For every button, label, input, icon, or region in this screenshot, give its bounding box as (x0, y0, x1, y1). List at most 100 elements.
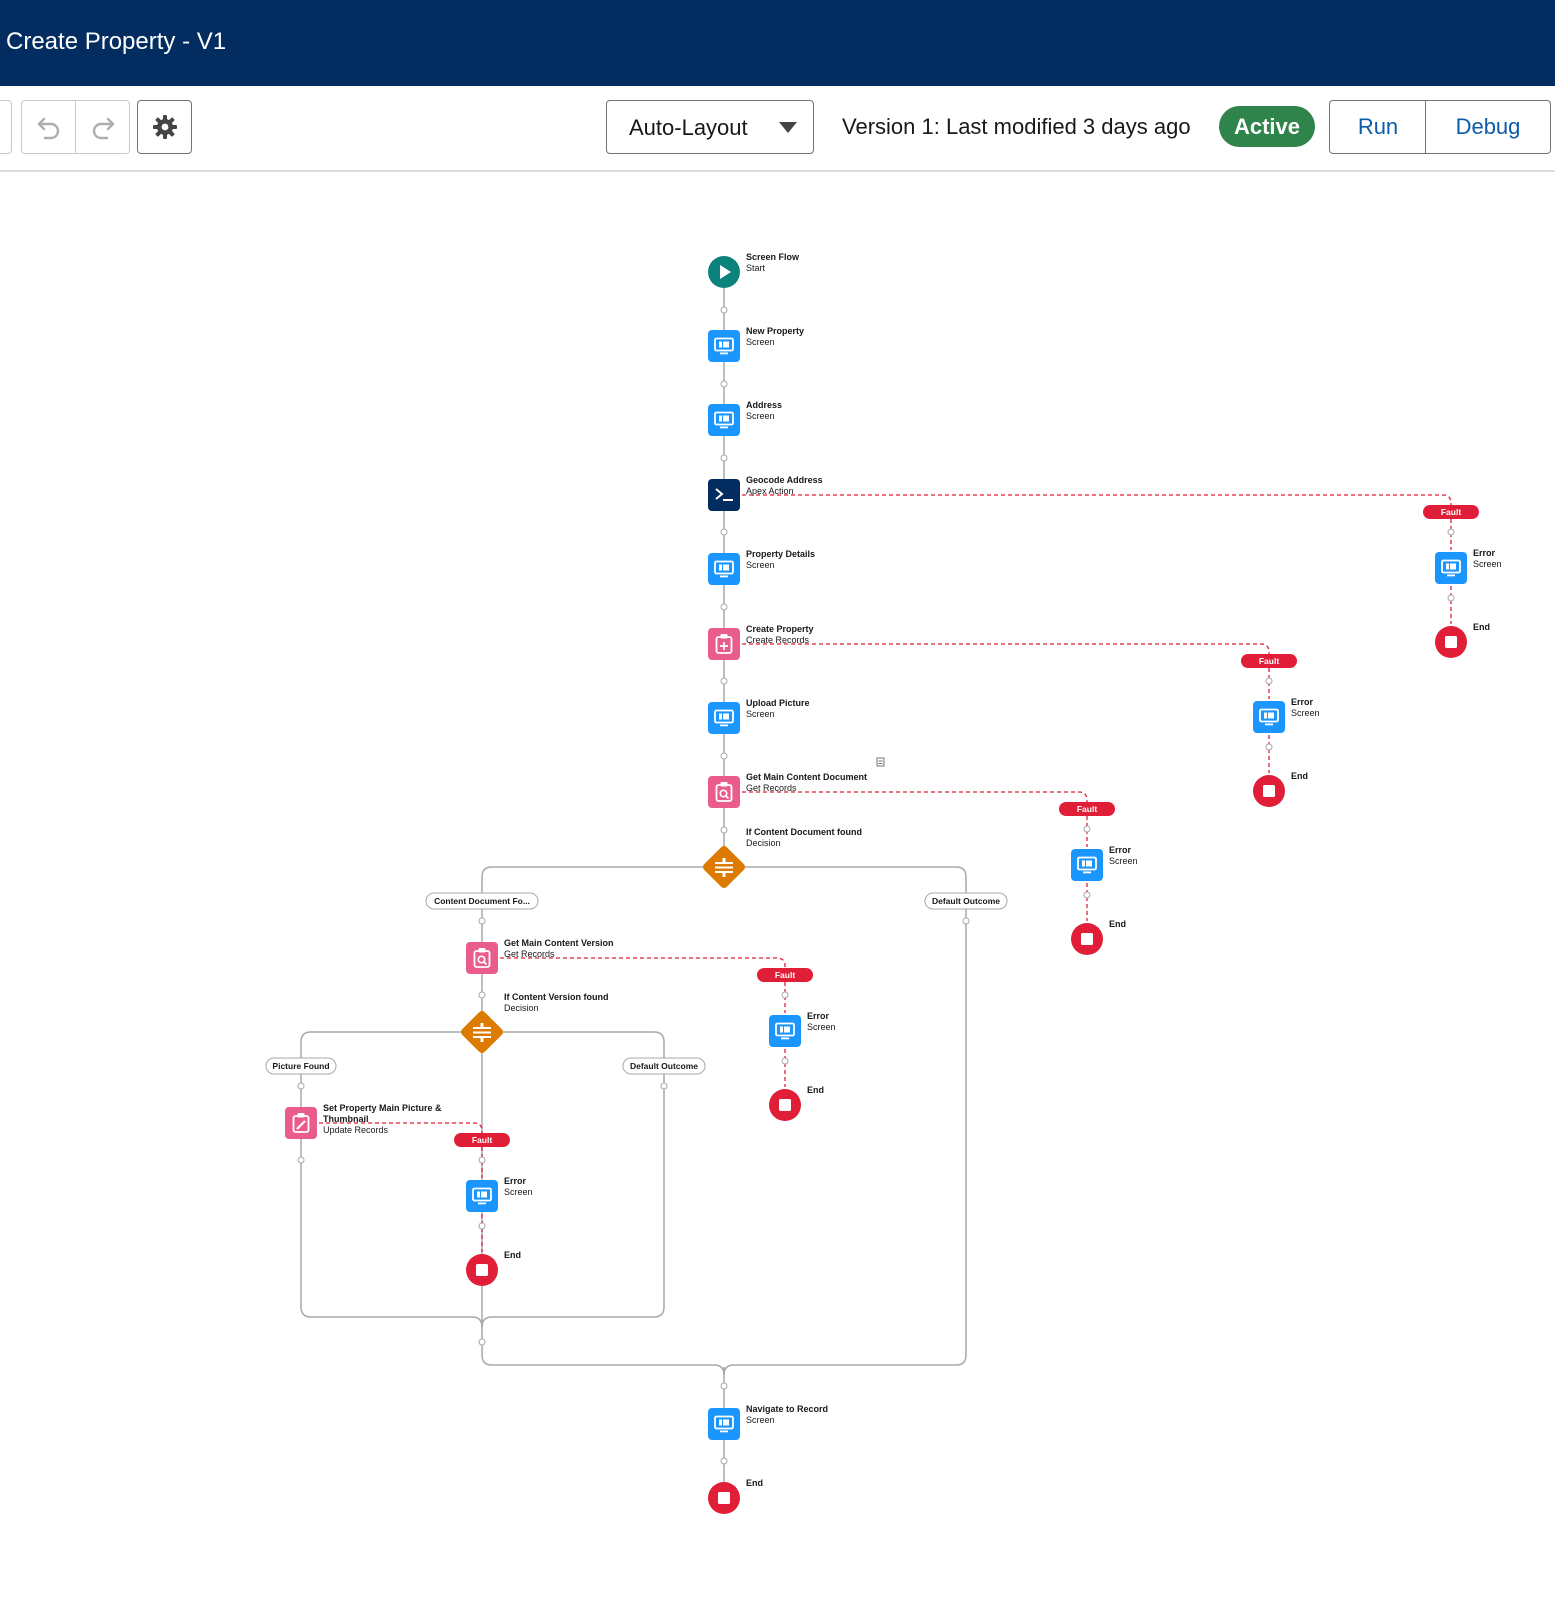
settings-button[interactable] (137, 100, 192, 154)
add-element-point[interactable] (720, 603, 728, 611)
error-end-create-property[interactable] (1253, 775, 1285, 807)
new-property-element[interactable] (708, 330, 740, 362)
error-screen-get-doc[interactable] (1071, 849, 1103, 881)
error-end-geocode-label: End (1473, 622, 1490, 632)
get-main-content-document-element-title: Get Main Content Document (746, 772, 867, 782)
error-screen-set-picture-subtitle: Screen (504, 1187, 533, 1197)
address-element-subtitle: Screen (746, 411, 775, 421)
start-element[interactable] (708, 256, 740, 288)
outcome-content-document-found-label: Content Document Fo... (434, 896, 530, 906)
error-screen-get-doc-subtitle: Screen (1109, 856, 1138, 866)
add-element-point[interactable] (1083, 891, 1091, 899)
main-end-element[interactable] (708, 1482, 740, 1514)
doc-found-branch (481, 866, 706, 1320)
add-element-point[interactable] (297, 1156, 305, 1164)
add-element-point[interactable] (478, 917, 486, 925)
add-element-point[interactable] (1265, 677, 1273, 685)
error-screen-geocode[interactable] (1435, 552, 1467, 584)
add-element-point[interactable] (1083, 825, 1091, 833)
outcome-version-default-label: Default Outcome (630, 1061, 698, 1071)
error-end-set-picture[interactable] (466, 1254, 498, 1286)
page-title: Create Property - V1 (6, 28, 227, 55)
if-content-document-found-element-title: If Content Document found (746, 827, 862, 837)
add-element-point[interactable] (720, 826, 728, 834)
outcome-version-default[interactable]: Default Outcome (622, 1057, 706, 1075)
redo-button[interactable] (75, 100, 130, 154)
add-element-point[interactable] (720, 528, 728, 536)
add-element-point[interactable] (1265, 743, 1273, 751)
add-element-point[interactable] (962, 917, 970, 925)
undo-icon (37, 117, 59, 140)
add-element-point[interactable] (720, 677, 728, 685)
add-element-point[interactable] (720, 1382, 728, 1390)
add-element-point[interactable] (478, 1338, 486, 1346)
property-details-element-title: Property Details (746, 549, 815, 559)
version-default-branch (481, 1031, 665, 1328)
error-screen-get-version-title: Error (807, 1011, 830, 1021)
get-main-content-version-element-subtitle: Get Records (504, 949, 555, 959)
gear-icon (152, 115, 177, 139)
if-content-version-found-element[interactable] (459, 1009, 504, 1054)
fault-badge-get-doc[interactable]: Fault (1059, 802, 1115, 816)
back-button[interactable] (0, 100, 12, 154)
stop-icon (476, 1264, 488, 1276)
error-screen-create-property[interactable] (1253, 701, 1285, 733)
add-element-point[interactable] (720, 380, 728, 388)
set-property-main-picture-element-title: Set Property Main Picture & (323, 1103, 442, 1113)
navigate-to-record-element[interactable] (708, 1408, 740, 1440)
error-end-get-version[interactable] (769, 1089, 801, 1121)
address-element[interactable] (708, 404, 740, 436)
fault-badge-geocode[interactable]: Fault (1423, 505, 1479, 519)
add-element-point[interactable] (720, 752, 728, 760)
add-element-point[interactable] (720, 454, 728, 462)
add-element-point[interactable] (478, 1156, 486, 1164)
add-element-point[interactable] (781, 991, 789, 999)
set-property-main-picture-element[interactable] (285, 1107, 317, 1139)
if-content-document-found-element-subtitle: Decision (746, 838, 781, 848)
error-screen-get-version-subtitle: Screen (807, 1022, 836, 1032)
layout-select-value: Auto-Layout (629, 115, 748, 140)
debug-button[interactable]: Debug (1425, 100, 1551, 154)
fault-badge-get-version[interactable]: Fault (757, 968, 813, 982)
stop-icon (718, 1492, 730, 1504)
add-element-point[interactable] (297, 1082, 305, 1090)
outcome-doc-default[interactable]: Default Outcome (924, 892, 1008, 910)
undo-button[interactable] (21, 100, 76, 154)
fault-badge-get-doc-label: Fault (1077, 804, 1097, 814)
get-main-content-document-element[interactable] (708, 776, 740, 808)
description-icon[interactable] (876, 757, 885, 767)
outcome-picture-found[interactable]: Picture Found (265, 1057, 337, 1075)
get-main-content-document-element-subtitle: Get Records (746, 783, 797, 793)
error-screen-get-version[interactable] (769, 1015, 801, 1047)
create-property-element[interactable] (708, 628, 740, 660)
if-content-document-found-element[interactable] (701, 844, 746, 889)
navigate-to-record-element-title: Navigate to Record (746, 1404, 828, 1414)
get-main-content-version-element[interactable] (466, 942, 498, 974)
property-details-element[interactable] (708, 553, 740, 585)
doc-default-branch (723, 866, 967, 1376)
error-end-geocode[interactable] (1435, 626, 1467, 658)
outcome-content-document-found[interactable]: Content Document Fo... (425, 892, 539, 910)
stop-icon (1263, 785, 1275, 797)
add-element-point[interactable] (1447, 594, 1455, 602)
error-end-get-doc[interactable] (1071, 923, 1103, 955)
layout-select[interactable]: Auto-Layout (606, 100, 814, 154)
run-button[interactable]: Run (1329, 100, 1426, 154)
add-element-point[interactable] (660, 1082, 668, 1090)
add-element-point[interactable] (478, 1222, 486, 1230)
add-element-point[interactable] (478, 991, 486, 999)
address-element-title: Address (746, 400, 782, 410)
fault-badge-create-property[interactable]: Fault (1241, 654, 1297, 668)
new-property-element-title: New Property (746, 326, 804, 336)
add-element-point[interactable] (720, 306, 728, 314)
fault-badge-set-picture[interactable]: Fault (454, 1133, 510, 1147)
stop-icon (1445, 636, 1457, 648)
add-element-point[interactable] (1447, 528, 1455, 536)
geocode-address-element[interactable] (708, 479, 740, 511)
upload-picture-element[interactable] (708, 702, 740, 734)
outcome-picture-found-label: Picture Found (272, 1061, 329, 1071)
add-element-point[interactable] (781, 1057, 789, 1065)
add-element-point[interactable] (720, 1457, 728, 1465)
error-screen-set-picture[interactable] (466, 1180, 498, 1212)
